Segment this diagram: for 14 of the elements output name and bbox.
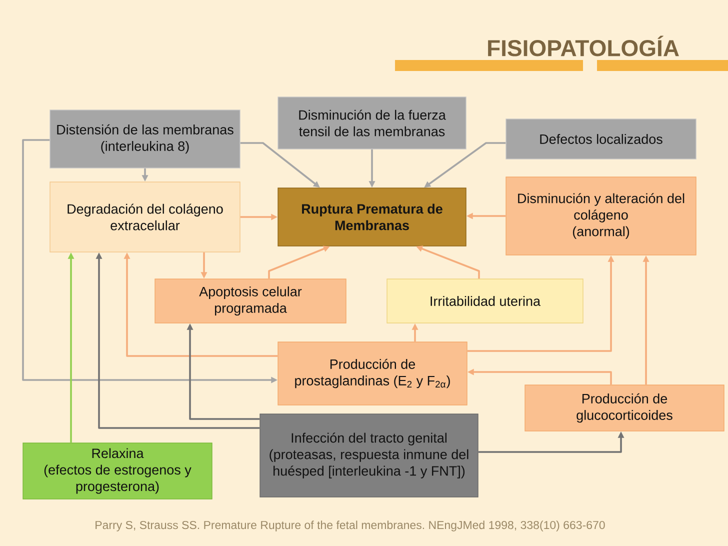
process-box: Disminución y alteración del colágeno (anormal) xyxy=(506,176,696,256)
process-box: Producción de prostaglandinas (E$_{2}$ y F$_{2α}$) xyxy=(278,342,468,406)
process-box: Ruptura Prematura de Membranas xyxy=(278,188,466,246)
process-box: Producción de glucocorticoides xyxy=(524,384,724,432)
slide-title: FISIOPATOLOGÍA xyxy=(488,36,679,56)
process-box: Disminución de la fuerza tensil de las membranas xyxy=(278,96,466,150)
process-box: Irritabilidad uterina xyxy=(386,278,584,324)
process-box: Degradación del colágeno extracelular xyxy=(50,182,240,252)
process-box: Distensión de las membranas (interleukina 8) xyxy=(50,110,240,168)
citation: Parry S, Strauss SS. Premature Rupture of the fetal membranes. NEngJMed 1998, 338(10) 663-670 xyxy=(96,520,605,532)
process-box: Defectos localizados xyxy=(506,118,696,160)
process-box: Relaxina (efectos de estrogenos y progesterona) xyxy=(22,442,212,500)
process-box: Apoptosis celular programada xyxy=(154,278,346,324)
process-box: Infección del tracto genital (proteasas, respuesta inmune del huésped [interleukina -1 y FNT]) xyxy=(260,414,478,498)
